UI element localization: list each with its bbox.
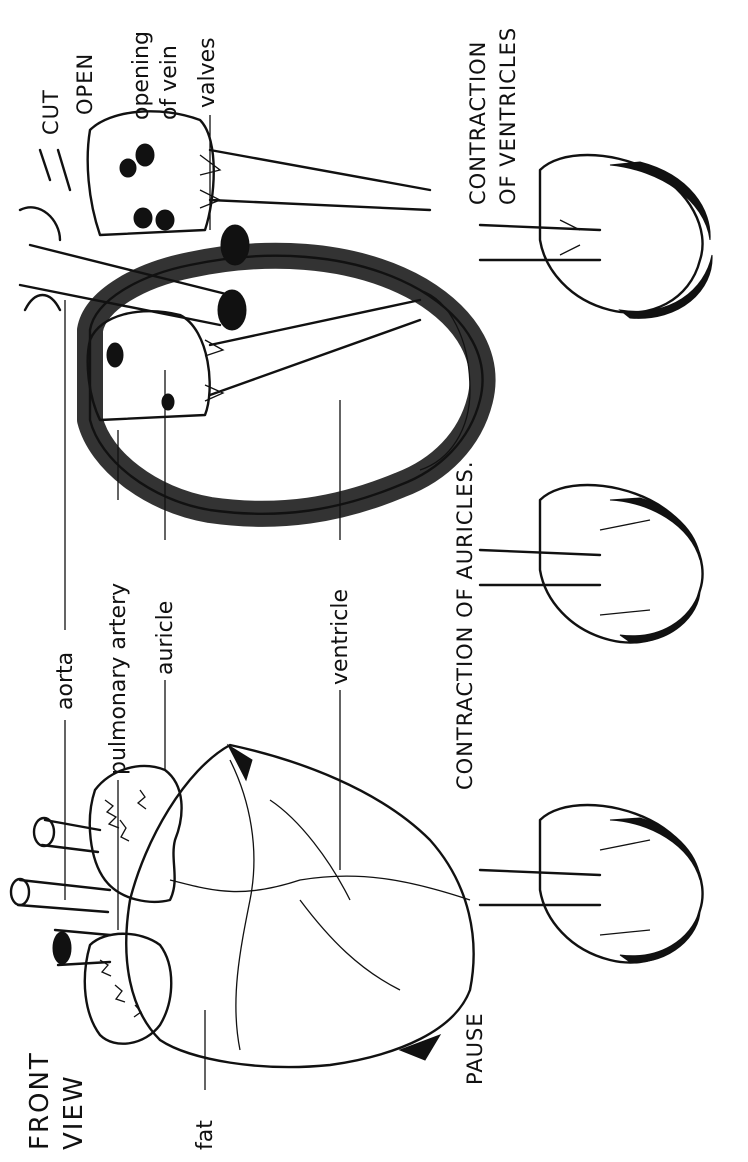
opening-of-vein-label-line1: opening [129, 31, 154, 120]
valves-label: valves [195, 37, 220, 108]
heart-pause [480, 805, 703, 963]
cut-label: CUT [39, 89, 63, 135]
labels: FRONT VIEW fat aorta pulmonary artery au… [25, 27, 520, 1150]
ventricle-label: ventricle [328, 589, 353, 685]
auricle-label: auricle [153, 601, 178, 675]
front-view-label-line1: FRONT [25, 1051, 55, 1150]
contraction-of-ventricles-label-line1: CONTRACTION [466, 41, 490, 205]
cut-open-heart [20, 111, 483, 514]
front-view-heart [11, 745, 474, 1067]
contraction-of-auricles-label: CONTRACTION OF AURICLES. [453, 460, 477, 790]
open-label: OPEN [73, 53, 97, 115]
front-view-label-line2: VIEW [59, 1074, 89, 1150]
heart-contraction-auricles [480, 485, 703, 643]
pulmonary-artery-label: pulmonary artery [106, 583, 131, 775]
contraction-of-ventricles-label-line2: OF VENTRICLES [496, 27, 520, 205]
opening-of-vein-label-line2: of vein [157, 45, 182, 120]
pause-label: PAUSE [463, 1012, 487, 1085]
aorta-label: aorta [53, 652, 78, 710]
fat-label: fat [193, 1120, 218, 1150]
